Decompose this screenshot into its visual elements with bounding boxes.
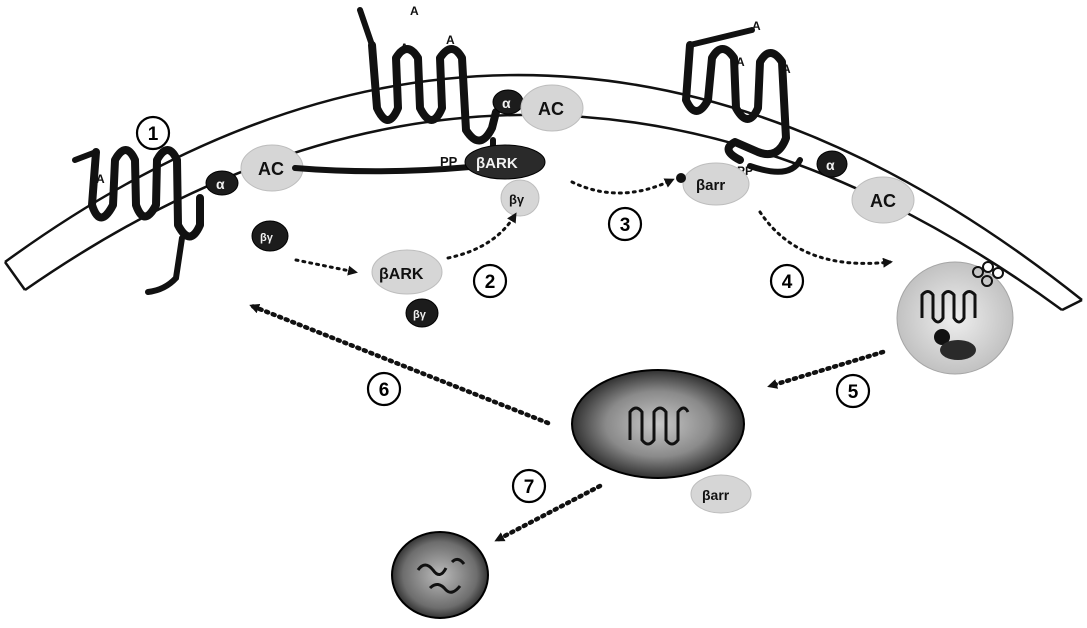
phospho-label: PP xyxy=(440,154,458,169)
g-alpha-label: α xyxy=(502,95,511,111)
agonist-label: A xyxy=(782,62,791,76)
step-marker-3: 3 xyxy=(607,206,643,242)
agonist-label: A xyxy=(400,41,409,55)
ac-label: AC xyxy=(538,99,564,119)
g-betagamma-1: βγ xyxy=(251,220,289,252)
g-alpha-3: α xyxy=(816,150,848,178)
agonist-label: A xyxy=(96,172,105,186)
betagamma-bound: βγ xyxy=(500,179,540,217)
bark-label: βARK xyxy=(379,266,424,283)
agonist-label: A xyxy=(752,19,761,33)
g-alpha-label: α xyxy=(216,176,225,192)
step-number: 1 xyxy=(148,124,159,145)
step-number: 7 xyxy=(524,477,535,498)
agonist-label: A xyxy=(736,55,745,69)
g-alpha-2: α xyxy=(492,89,524,115)
receptor-1: A xyxy=(72,146,204,295)
step-marker-2: 2 xyxy=(472,263,508,299)
step-number: 6 xyxy=(379,380,390,401)
arrows xyxy=(249,178,893,543)
lysosome xyxy=(391,531,489,619)
betagamma-label: βγ xyxy=(260,232,274,244)
g-alpha-1: α xyxy=(205,170,239,196)
barr-free: βarr xyxy=(690,474,752,514)
barr-label: βarr xyxy=(696,177,725,194)
adenylyl-cyclase-3: AC xyxy=(851,176,915,224)
bark-bound: βARK xyxy=(464,144,546,180)
ac-label: AC xyxy=(870,191,896,211)
step-marker-4: 4 xyxy=(769,263,805,299)
step-number: 5 xyxy=(848,382,859,403)
endosome xyxy=(571,369,745,479)
betagamma-label: βγ xyxy=(413,309,427,321)
step-marker-5: 5 xyxy=(835,373,871,409)
step-marker-7: 7 xyxy=(511,468,547,504)
coated-vesicle xyxy=(896,261,1014,375)
barr-label: βarr xyxy=(702,487,730,503)
g-alpha-label: α xyxy=(826,157,835,173)
step-marker-6: 6 xyxy=(366,371,402,407)
receptor-3: A A A PP xyxy=(682,19,803,178)
adenylyl-cyclase-2: AC xyxy=(520,84,584,132)
step-number: 2 xyxy=(485,272,496,293)
step-number: 3 xyxy=(620,215,631,236)
agonist-label: A xyxy=(446,33,455,47)
agonist-label: A xyxy=(410,4,419,18)
betagamma-label: βγ xyxy=(509,192,525,207)
barr-bound: βarr xyxy=(676,162,750,206)
ac-label: AC xyxy=(258,159,284,179)
bark-free: βARK xyxy=(371,249,443,295)
bark-label: βARK xyxy=(476,155,518,172)
step-number: 4 xyxy=(782,272,793,293)
receptor-2: A A A PP xyxy=(292,4,500,175)
step-marker-1: 1 xyxy=(135,115,171,151)
betagamma-free: βγ xyxy=(405,298,439,328)
